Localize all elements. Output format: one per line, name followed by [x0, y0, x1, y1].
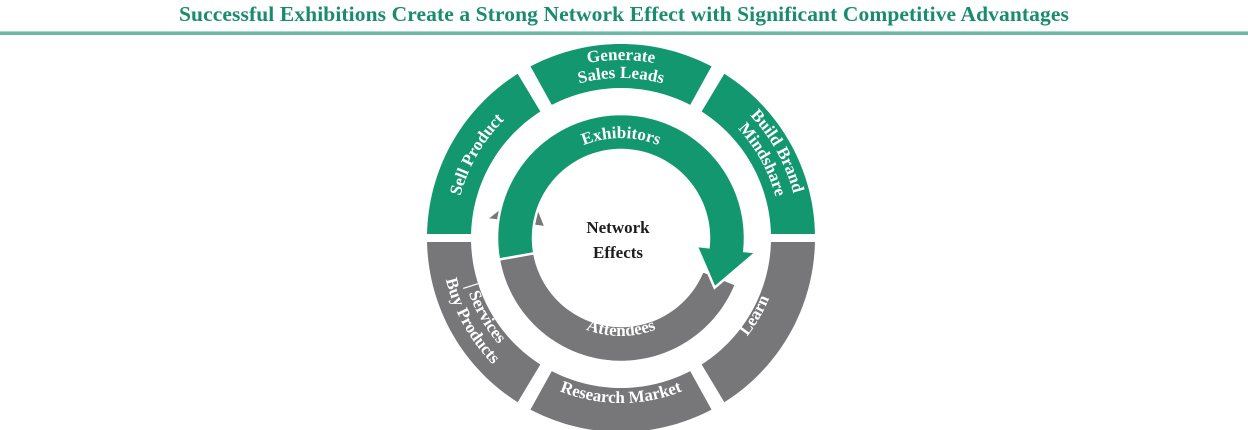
- outer-segment-buy-products-services: [427, 242, 541, 403]
- outer-segment-sell-product: [427, 73, 541, 234]
- center-label-line1: Network: [586, 218, 650, 237]
- segment-label-generate-line1: Generate: [585, 45, 657, 67]
- page-title: Successful Exhibitions Create a Strong N…: [179, 2, 1069, 26]
- attendees-label: Attendees: [585, 315, 658, 340]
- outer-segment-generate-sales-leads: [530, 44, 712, 105]
- exhibitors-arrow: [495, 112, 760, 290]
- center-label-line2: Effects: [593, 243, 643, 262]
- outer-segment-build-brand-mindshare: [701, 73, 815, 234]
- outer-ring: [427, 44, 815, 430]
- outer-segment-research-market: [530, 371, 712, 430]
- inner-arrow-ring: [483, 112, 760, 364]
- title-divider: [0, 31, 1248, 35]
- outer-segment-learn: [701, 242, 815, 403]
